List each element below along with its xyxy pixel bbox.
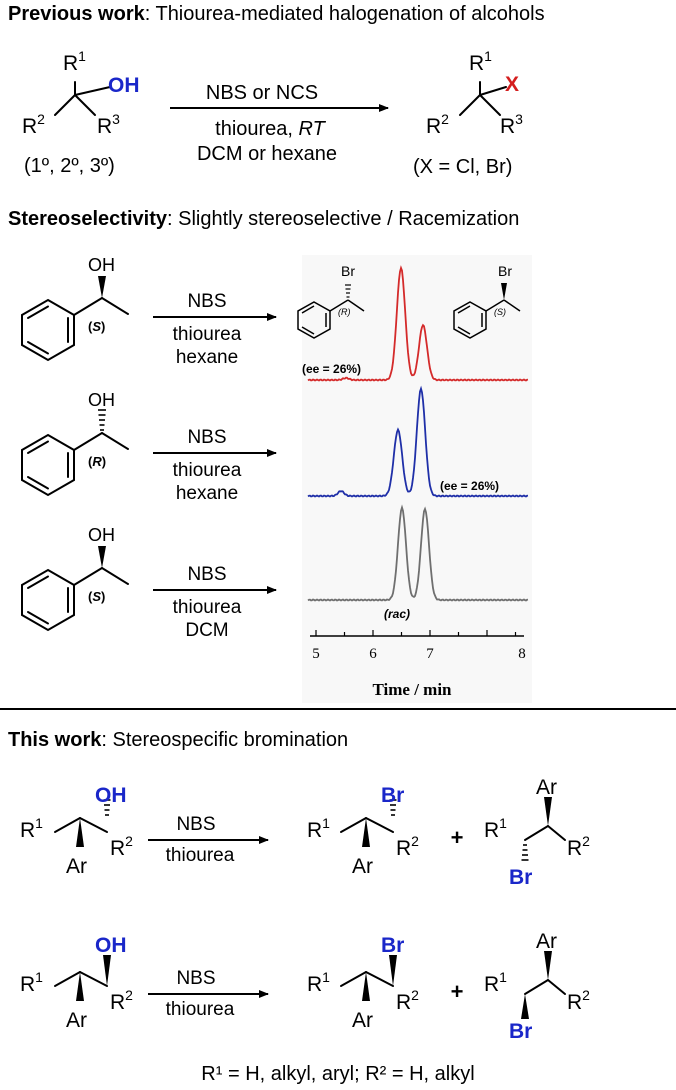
section2-heading: Stereoselectivity: Slightly stereoselect… (8, 208, 519, 230)
svg-text:(R): (R) (338, 307, 351, 317)
svg-text:R3: R3 (500, 111, 523, 138)
svg-text:OH: OH (88, 525, 115, 545)
rowA-additive: thiourea (166, 845, 235, 866)
row1-solvent: hexane (176, 347, 238, 368)
row3-solvent: DCM (185, 620, 228, 641)
svg-text:Br: Br (498, 263, 512, 279)
row2-solvent: hexane (176, 483, 238, 504)
product-anti-b-structure: R1 Ar R2 Br (484, 776, 590, 889)
svg-text:Ar: Ar (352, 1009, 373, 1032)
svg-text:Ar: Ar (352, 855, 373, 878)
x-tick-8: 8 (518, 646, 526, 662)
alcohol-r-structure: OH (R) (21, 390, 129, 496)
x-tick-7: 7 (426, 646, 434, 662)
svg-text:R1: R1 (20, 969, 43, 996)
svg-text:Ar: Ar (536, 930, 557, 953)
row3-reagent: NBS (187, 564, 226, 585)
svg-text:Br: Br (509, 1020, 532, 1043)
svg-text:(R): (R) (88, 454, 106, 469)
svg-text:(S): (S) (494, 307, 506, 317)
svg-text:R1: R1 (484, 969, 507, 996)
ee-annotation-blue: (ee = 26%) (440, 479, 499, 493)
svg-text:(S): (S) (88, 589, 105, 604)
rac-annotation: (rac) (384, 607, 410, 621)
alcohol-s-structure-2: OH (S) (21, 525, 129, 631)
rowA-plus: + (451, 825, 464, 850)
bromide-s-structure: Br (S) (453, 263, 521, 339)
x-axis-label: Time / min (372, 680, 452, 699)
conditions-additive: thiourea, RT (215, 118, 326, 140)
substituent-footnote: R¹ = H, alkyl, aryl; R² = H, alkyl (201, 1063, 474, 1085)
bromide-r-structure: Br (R) (297, 263, 365, 339)
conditions-solvent: DCM or hexane (197, 143, 337, 165)
svg-text:Br: Br (509, 866, 532, 889)
chromatogram-traces (307, 265, 529, 602)
alcohol-class-note: (1º, 2º, 3º) (24, 155, 115, 177)
halogen-label: X (505, 73, 519, 96)
chromatogram-x-axis: 5 6 7 8 Time / min (310, 630, 526, 699)
substrate-syn-structure: R1 Ar OH R2 (20, 934, 133, 1032)
svg-text:R2: R2 (110, 987, 133, 1014)
svg-text:(S): (S) (88, 319, 105, 334)
product-syn-b-structure: R1 Ar R2 Br (484, 930, 590, 1043)
generic-halide-structure: R1 X R2 R3 (426, 48, 523, 138)
svg-text:R1: R1 (469, 48, 492, 75)
conditions-reagent: NBS or NCS (206, 82, 318, 104)
rowB-reagent: NBS (176, 968, 215, 989)
svg-text:R2: R2 (396, 833, 419, 860)
product-syn-a-structure: R1 Ar Br R2 (307, 934, 419, 1032)
section1-heading: Previous work: Thiourea-mediated halogen… (8, 3, 545, 25)
chromatogram-trace-1 (307, 265, 529, 382)
generic-alcohol-structure: R1 OH R2 R3 (22, 48, 140, 138)
svg-text:OH: OH (95, 934, 127, 957)
row2-additive: thiourea (173, 460, 242, 481)
row1-reagent: NBS (187, 291, 226, 312)
row3-additive: thiourea (173, 597, 242, 618)
chromatogram-trace-2 (307, 385, 529, 498)
svg-text:Br: Br (381, 784, 404, 807)
svg-text:OH: OH (88, 255, 115, 275)
alcohol-s-structure-1: OH (S) (21, 255, 129, 361)
svg-text:R3: R3 (97, 111, 120, 138)
svg-text:R2: R2 (426, 111, 449, 138)
rowB-additive: thiourea (166, 999, 235, 1020)
svg-text:Br: Br (381, 934, 404, 957)
row2-reagent: NBS (187, 427, 226, 448)
chromatogram-trace-3 (307, 504, 529, 602)
x-tick-6: 6 (369, 646, 377, 662)
rowB-plus: + (451, 979, 464, 1004)
svg-text:Ar: Ar (66, 1009, 87, 1032)
ee-annotation-red: (ee = 26%) (302, 362, 361, 376)
svg-text:R1: R1 (307, 815, 330, 842)
section3-heading: This work: Stereospecific bromination (8, 729, 348, 751)
svg-text:R1: R1 (307, 969, 330, 996)
substrate-anti-structure: R1 Ar OH R2 (20, 784, 133, 878)
svg-text:OH: OH (95, 784, 127, 807)
hydroxyl-label: OH (108, 74, 140, 97)
svg-text:R1: R1 (20, 815, 43, 842)
chromatogram-panel (302, 255, 532, 703)
svg-text:R2: R2 (396, 987, 419, 1014)
svg-text:R2: R2 (567, 833, 590, 860)
svg-text:OH: OH (88, 390, 115, 410)
halogen-note: (X = Cl, Br) (413, 156, 512, 178)
svg-text:R2: R2 (567, 987, 590, 1014)
svg-text:Ar: Ar (536, 776, 557, 799)
svg-text:Ar: Ar (66, 855, 87, 878)
rowA-reagent: NBS (176, 814, 215, 835)
svg-text:R2: R2 (22, 111, 45, 138)
svg-text:R1: R1 (63, 48, 86, 75)
svg-text:R1: R1 (484, 815, 507, 842)
svg-text:Br: Br (341, 263, 355, 279)
row1-additive: thiourea (173, 324, 242, 345)
svg-text:R2: R2 (110, 833, 133, 860)
x-tick-5: 5 (312, 646, 320, 662)
product-anti-a-structure: R1 Ar Br R2 (307, 784, 419, 878)
